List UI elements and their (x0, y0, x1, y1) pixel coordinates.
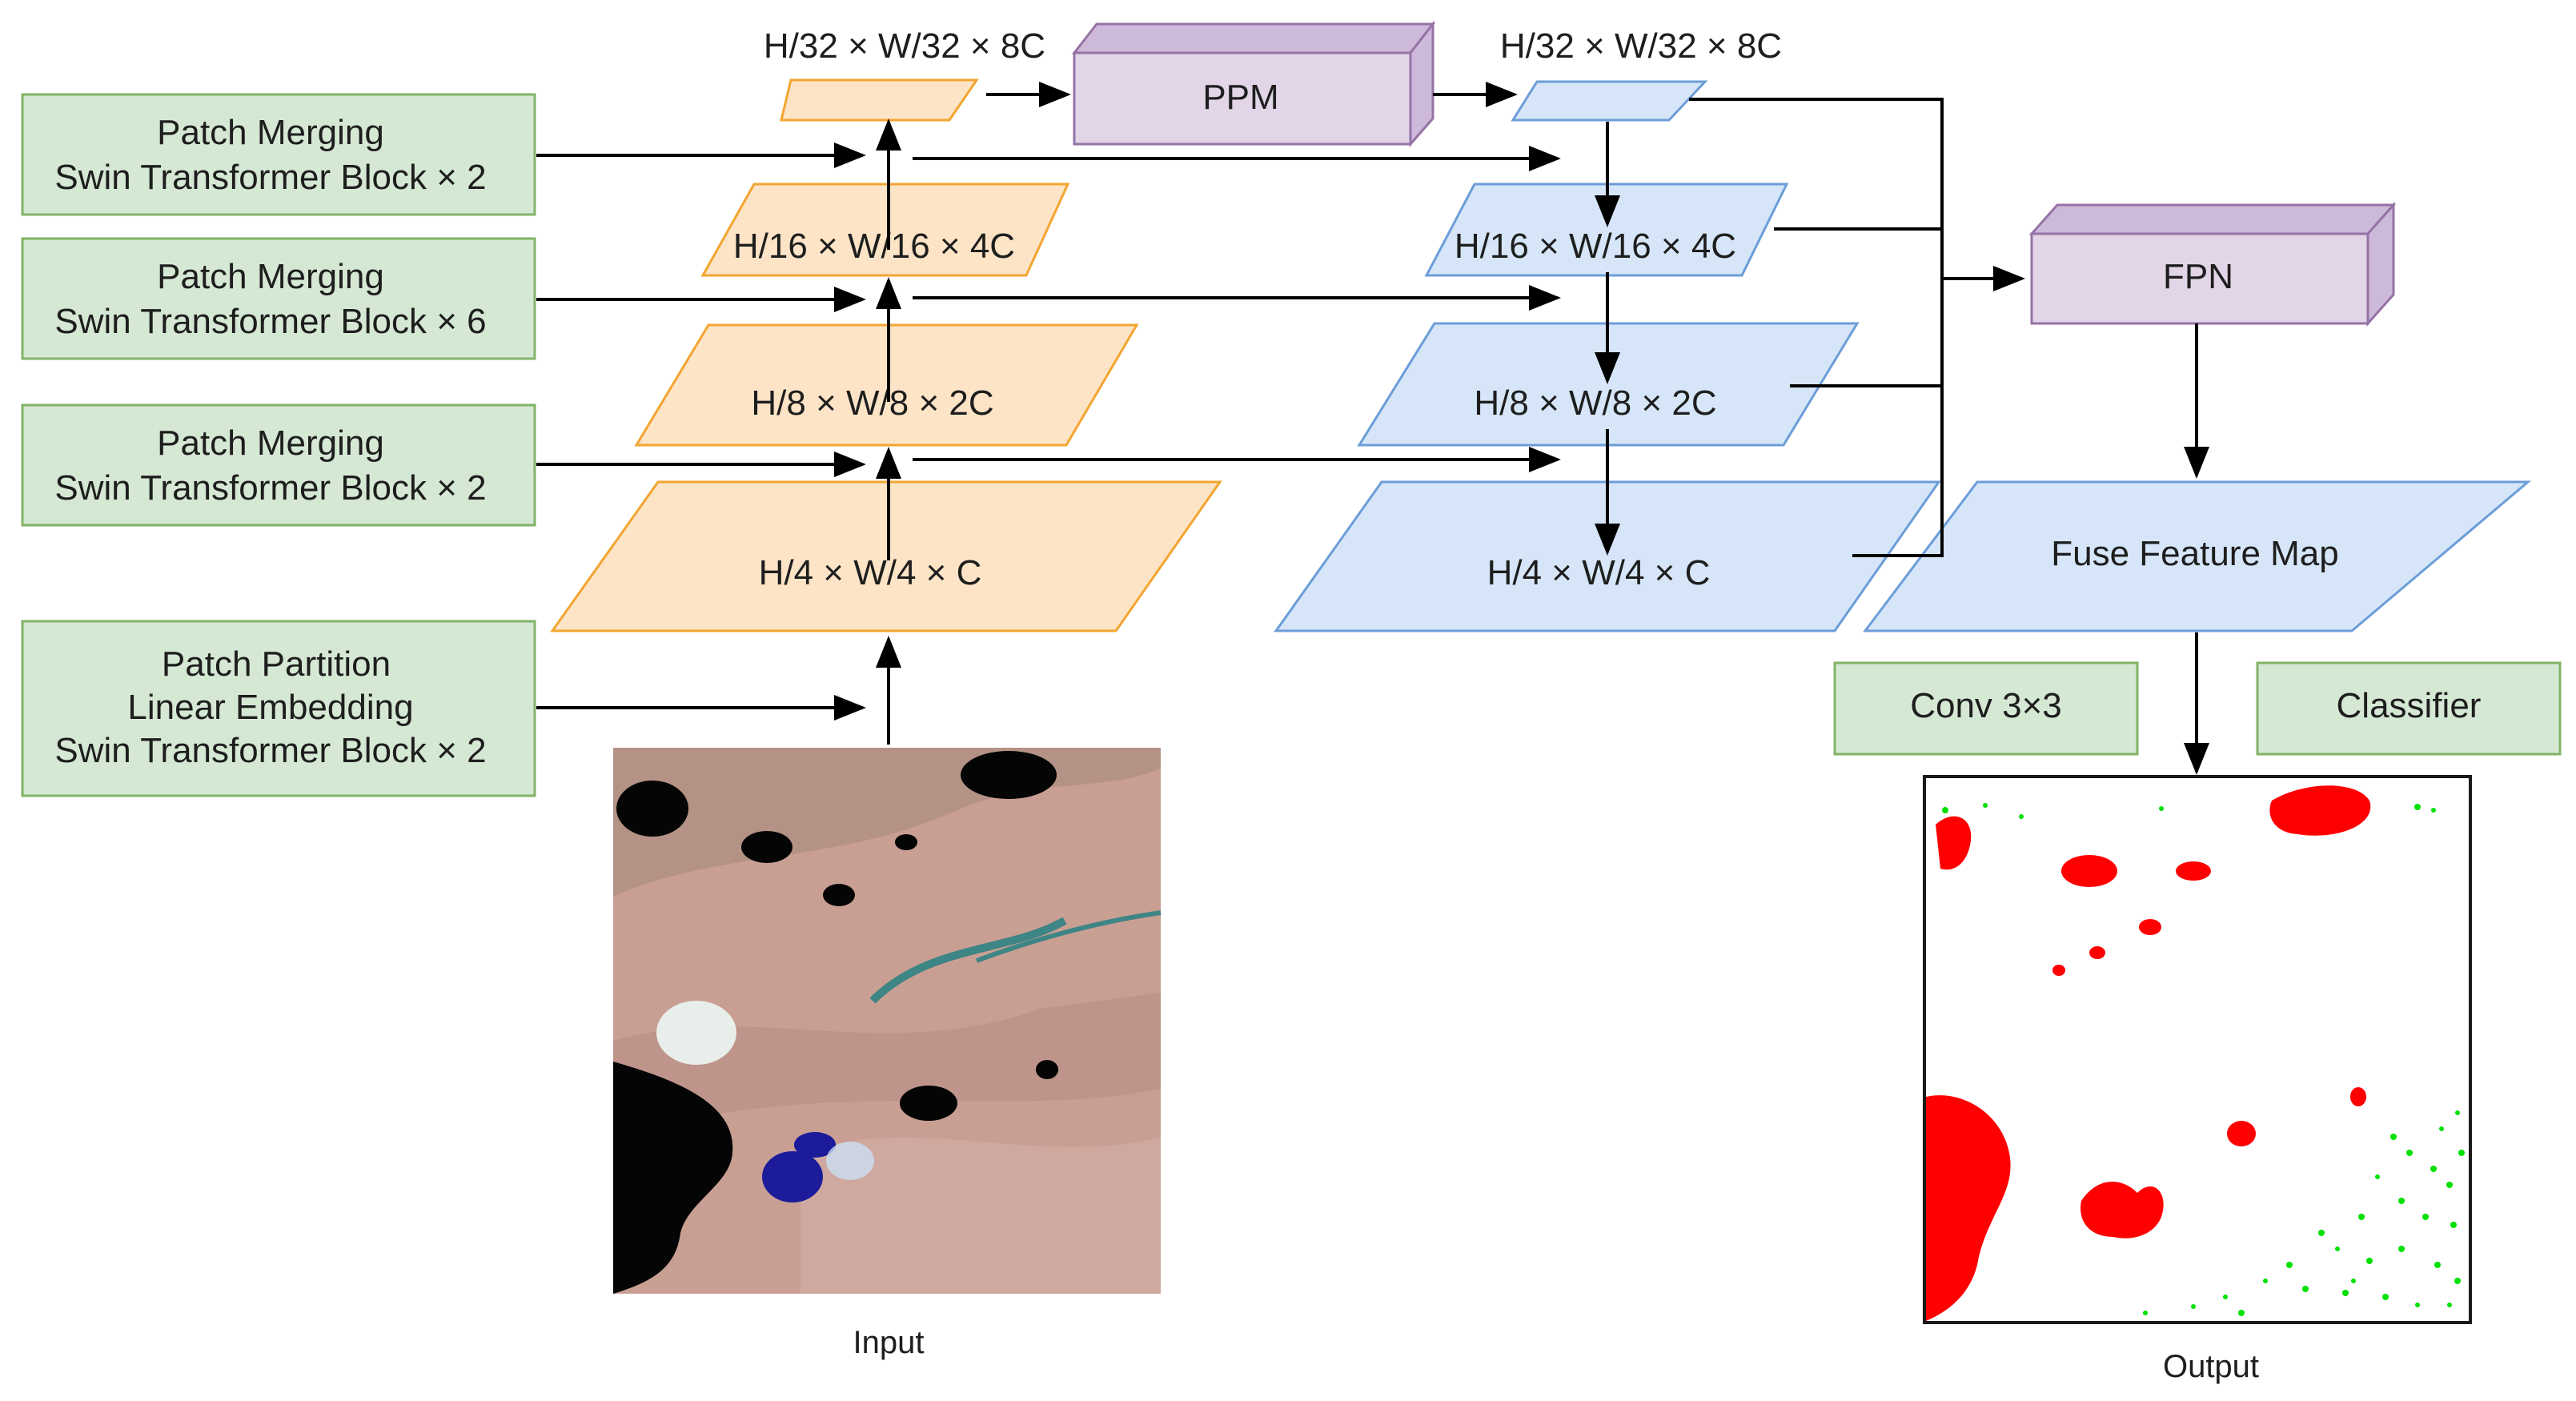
decoder-feature-label-1-32: H/32 × W/32 × 8C (1500, 26, 1782, 66)
ppm-module: PPM (1071, 20, 1436, 147)
fpn-label: FPN (2163, 257, 2233, 296)
encoder-feature-map-1-8 (634, 323, 1139, 447)
input-satellite-image (613, 748, 1162, 1294)
decoder-feature-label-1-16: H/16 × W/16 × 4C (1455, 227, 1736, 266)
encoder-block-stage4-line1: Patch Merging (157, 113, 384, 152)
encoder-block-stage3: Patch Merging Swin Transformer Block × 6 (21, 237, 536, 360)
encoder-block-stage4-line2: Swin Transformer Block × 2 (54, 158, 486, 197)
input-caption: Input (853, 1325, 925, 1360)
encoder-block-stage2: Patch Merging Swin Transformer Block × 2 (21, 403, 536, 527)
encoder-feature-label-1-32: H/32 × W/32 × 8C (764, 26, 1045, 66)
output-caption: Output (2163, 1349, 2259, 1384)
fuse-feature-map (1862, 480, 2532, 632)
encoder-block-stage1-line2: Linear Embedding (127, 688, 413, 727)
encoder-block-stage2-line1: Patch Merging (157, 424, 384, 463)
encoder-feature-map-1-16 (700, 183, 1070, 277)
encoder-feature-map-1-32 (780, 78, 979, 122)
encoder-feature-label-1-8: H/8 × W/8 × 2C (751, 383, 993, 423)
decoder-feature-label-1-8: H/8 × W/8 × 2C (1474, 383, 1716, 423)
encoder-feature-label-1-16: H/16 × W/16 × 4C (733, 227, 1015, 266)
decoder-feature-map-1-8 (1357, 322, 1860, 447)
connectors (536, 82, 2209, 775)
decoder-feature-map-1-16 (1424, 183, 1789, 277)
decoder-feature-map-1-4 (1274, 480, 1941, 632)
conv-3x3-box: Conv 3×3 (1833, 661, 2139, 756)
classifier-box: Classifier (2256, 661, 2562, 756)
classifier-label: Classifier (2337, 686, 2482, 725)
encoder-feature-label-1-4: H/4 × W/4 × C (759, 553, 982, 592)
fpn-bus-line (1689, 98, 1944, 557)
decoder-feature-map-1-32 (1511, 80, 1708, 122)
ppm-label: PPM (1202, 78, 1278, 117)
encoder-block-stage3-line2: Swin Transformer Block × 6 (54, 302, 486, 341)
decoder-feature-label-1-4: H/4 × W/4 × C (1487, 553, 1711, 592)
output-segmentation-image (1923, 775, 2472, 1324)
encoder-block-stage1-line3: Swin Transformer Block × 2 (54, 731, 486, 770)
encoder-block-stage1-line1: Patch Partition (162, 644, 391, 684)
fuse-feature-map-label: Fuse Feature Map (2051, 534, 2339, 573)
conv-3x3-label: Conv 3×3 (1910, 686, 2062, 725)
fpn-module: FPN (2028, 202, 2397, 327)
encoder-block-stage1: Patch Partition Linear Embedding Swin Tr… (21, 620, 536, 797)
encoder-block-stage4: Patch Merging Swin Transformer Block × 2 (21, 93, 536, 216)
encoder-feature-map-1-4 (550, 480, 1222, 632)
encoder-block-stage2-line2: Swin Transformer Block × 2 (54, 468, 486, 508)
encoder-block-stage3-line1: Patch Merging (157, 257, 384, 296)
